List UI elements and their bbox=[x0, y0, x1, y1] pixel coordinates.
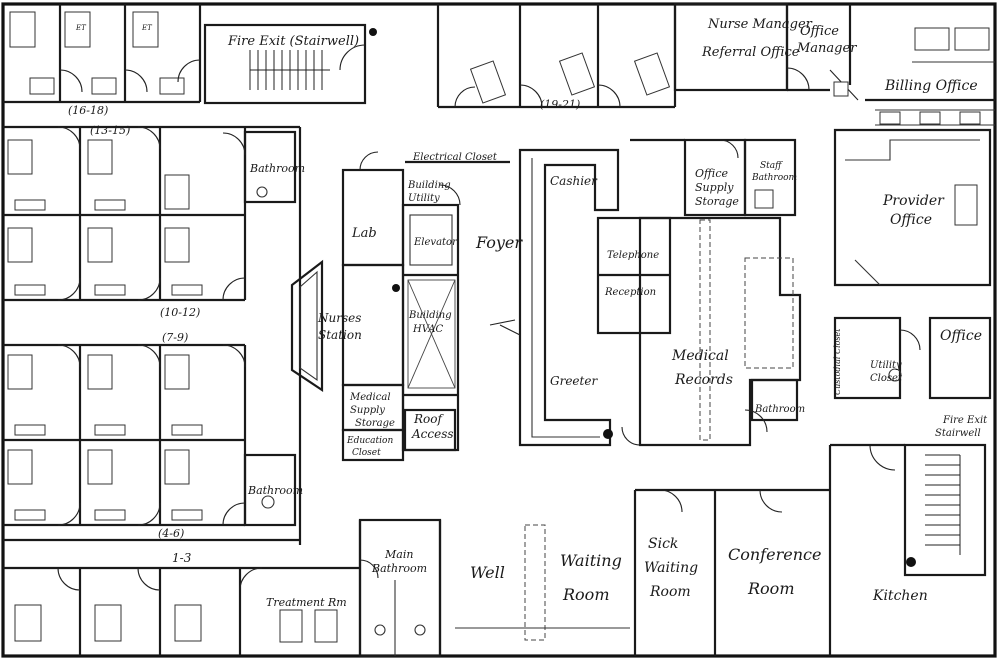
label-range-7-9: (7-9) bbox=[162, 331, 188, 344]
label-medical-supply-storage: Storage bbox=[355, 418, 395, 429]
room-labels: Fire Exit (Stairwell) Nurse Manager Refe… bbox=[68, 17, 988, 609]
label-building-utility-utility: Utility bbox=[408, 193, 440, 204]
label-lab: Lab bbox=[351, 226, 377, 241]
billing-office bbox=[865, 27, 995, 126]
label-main-bathroom-main: Main bbox=[384, 548, 413, 561]
label-cashier: Cashier bbox=[550, 174, 598, 188]
label-waiting-room-waiting: Waiting bbox=[560, 551, 622, 570]
label-telephone: Telephone bbox=[607, 250, 659, 261]
central-core bbox=[290, 151, 516, 462]
rooms-1-3-treatment bbox=[3, 520, 362, 656]
label-office-supply-storage: Storage bbox=[695, 195, 739, 208]
label-foyer: Foyer bbox=[475, 233, 523, 252]
label-range-1-3: 1-3 bbox=[172, 551, 192, 565]
rooms-13-15-10-12 bbox=[3, 126, 297, 302]
label-utility-closet-utility: Utility bbox=[870, 360, 902, 371]
label-staff-bathroom-bathroom: Bathroom bbox=[751, 173, 797, 183]
label-main-bathroom-bathroom: Bathroom bbox=[371, 562, 427, 575]
rooms-19-21 bbox=[454, 4, 677, 108]
label-sick-waiting-room: Room bbox=[649, 584, 691, 600]
label-medical-supply-supply: Supply bbox=[350, 405, 385, 416]
label-medical-records-medical: Medical bbox=[671, 348, 729, 364]
label-sick-waiting-waiting: Waiting bbox=[644, 560, 698, 576]
label-referral-office: Referral Office bbox=[701, 45, 800, 60]
label-range-19-21: (19-21) bbox=[540, 98, 580, 111]
label-conference-conference: Conference bbox=[728, 545, 821, 564]
label-treatment-room: Treatment Rm bbox=[266, 596, 347, 609]
main-bathroom-block bbox=[358, 518, 442, 658]
label-nurses-station-station: Station bbox=[318, 328, 362, 342]
label-range-4-6: (4-6) bbox=[158, 527, 184, 540]
rooms-16-18 bbox=[9, 4, 202, 102]
label-roof-access-roof: Roof bbox=[413, 412, 444, 426]
records-reception bbox=[596, 216, 802, 447]
label-reception: Reception bbox=[604, 287, 656, 298]
label-range-13-15: (13-15) bbox=[90, 124, 130, 137]
label-nurse-manager: Nurse Manager bbox=[707, 17, 813, 32]
label-bathroom-3: Bathroom bbox=[754, 404, 805, 415]
label-range-10-12: (10-12) bbox=[160, 306, 200, 319]
label-sick-waiting-sick: Sick bbox=[648, 536, 678, 552]
label-fire-exit-right-stairwell: Stairwell bbox=[935, 428, 981, 439]
manager-offices bbox=[673, 2, 859, 101]
label-elevator: Elevator bbox=[413, 237, 458, 248]
label-utility-closet-closet: Closet bbox=[870, 373, 903, 384]
fire-exit-stairwell-right bbox=[828, 443, 987, 656]
label-billing-office: Billing Office bbox=[884, 78, 978, 94]
label-electrical-closet: Electrical Closet bbox=[412, 152, 498, 163]
label-office-supply-supply: Supply bbox=[695, 181, 734, 194]
label-kitchen: Kitchen bbox=[872, 588, 928, 604]
fire-exit-stairwell-top bbox=[203, 23, 377, 105]
label-exam-et-2: ET bbox=[141, 24, 153, 32]
label-medical-records-records: Records bbox=[674, 372, 733, 388]
label-office-manager-office: Office bbox=[800, 24, 839, 39]
provider-offices bbox=[833, 128, 992, 400]
label-fire-exit-top: Fire Exit (Stairwell) bbox=[227, 34, 359, 49]
label-staff-bathroom-staff: Staff bbox=[760, 161, 783, 171]
label-office-right: Office bbox=[940, 328, 982, 344]
label-building-utility-building: Building bbox=[407, 180, 451, 191]
label-bathroom-1: Bathroom bbox=[249, 162, 305, 175]
supply-staff bbox=[630, 138, 797, 217]
label-waiting-room-room: Room bbox=[562, 585, 609, 604]
rooms-7-9-4-6 bbox=[3, 343, 297, 527]
label-greeter: Greeter bbox=[550, 374, 598, 388]
label-nurses-station-nurses: Nurses bbox=[317, 311, 361, 325]
label-building-hvac-building: Building bbox=[408, 310, 452, 321]
label-bathroom-2: Bathroom bbox=[247, 484, 303, 497]
label-education-closet-closet: Closet bbox=[352, 448, 381, 458]
label-fire-exit-right-fire-exit: Fire Exit bbox=[942, 415, 988, 426]
label-well: Well bbox=[470, 563, 505, 582]
label-roof-access-access: Access bbox=[411, 427, 454, 441]
label-conference-room: Room bbox=[747, 579, 794, 598]
label-provider-office-provider: Provider bbox=[882, 193, 945, 209]
label-office-supply-office: Office bbox=[695, 167, 728, 180]
label-custodial-closet: Custodial Closet bbox=[833, 328, 842, 395]
label-office-manager-manager: Manager bbox=[796, 41, 857, 56]
label-education-closet-education: Education bbox=[346, 436, 393, 446]
label-medical-supply-medical: Medical bbox=[349, 392, 391, 403]
label-range-16-18: (16-18) bbox=[68, 104, 108, 117]
waiting-conference bbox=[438, 488, 830, 656]
label-provider-office-office: Office bbox=[890, 212, 932, 228]
label-building-hvac-hvac: HVAC bbox=[412, 324, 443, 335]
label-exam-et-1: ET bbox=[75, 24, 87, 32]
front-desk bbox=[499, 148, 620, 447]
